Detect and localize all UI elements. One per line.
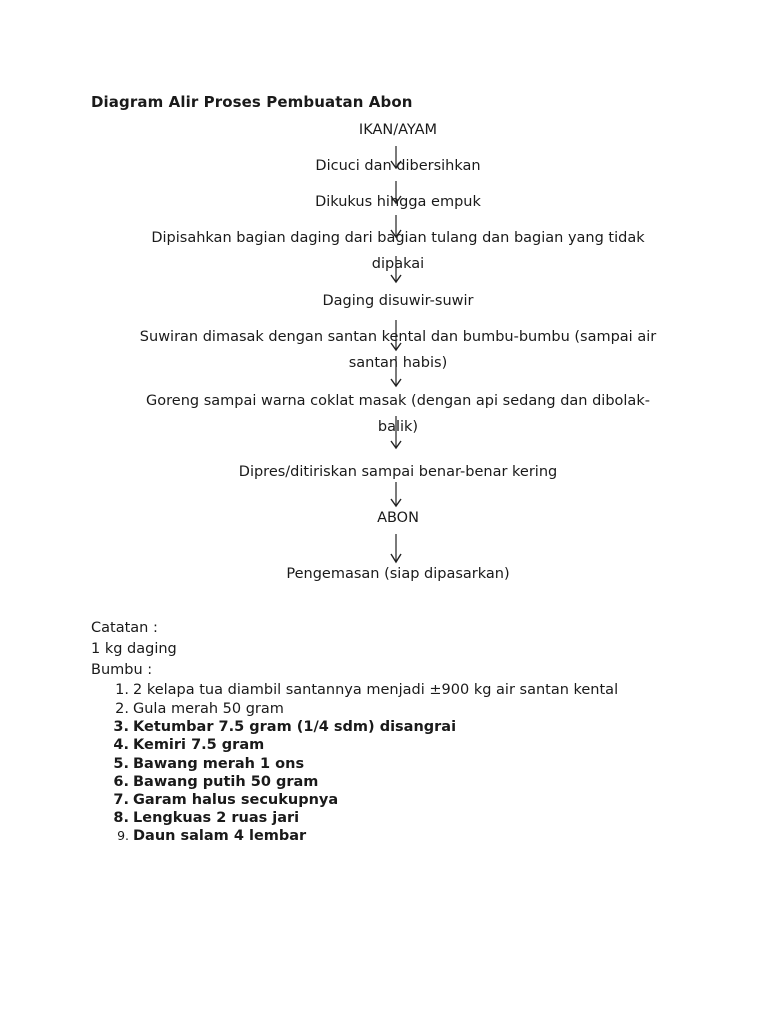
flow-step-text: Dipisahkan bagian daging dari bagian tul… <box>151 230 645 246</box>
list-number: 9. <box>117 828 129 844</box>
flow-arrow-down-icon <box>390 482 402 508</box>
list-item-text: Daun salam 4 lembar <box>133 828 307 845</box>
list-item-text: Kemiri 7.5 gram <box>133 737 265 754</box>
flow-step-goreng: Goreng sampai warna coklat masak (dengan… <box>100 388 696 440</box>
flow-arrow-down-icon <box>390 215 402 239</box>
flow-step-abon: ABON <box>100 505 696 531</box>
list-item-text: Gula merah 50 gram <box>133 701 284 717</box>
flow-step-text-continued: balik) <box>377 419 419 435</box>
flow-step-text: IKAN/AYAM <box>358 122 438 138</box>
page-title: Diagram Alir Proses Pembuatan Abon <box>91 93 413 111</box>
list-number: 7. <box>113 791 129 808</box>
list-item: 8. Lengkuas 2 ruas jari <box>91 809 618 827</box>
list-item: 5. Bawang merah 1 ons <box>91 755 618 773</box>
list-item-text: Garam halus secukupnya <box>133 791 339 808</box>
flow-step-text: Daging disuwir-suwir <box>322 293 474 309</box>
list-item: 2. Gula merah 50 gram <box>91 700 618 718</box>
list-item-text: Bawang merah 1 ons <box>133 755 305 772</box>
list-item: 7. Garam halus secukupnya <box>91 791 618 809</box>
notes-meat: 1 kg daging <box>91 641 177 657</box>
flow-step-text: Pengemasan (siap dipasarkan) <box>286 566 510 582</box>
flow-step-dikukus: Dikukus hingga empuk <box>100 189 696 215</box>
list-item: 3. Ketumbar 7.5 gram (1/4 sdm) disangrai <box>91 718 618 736</box>
flow-arrow-down-icon <box>390 320 402 352</box>
flow-step-text: ABON <box>377 510 419 526</box>
flow-diagram: IKAN/AYAM Dicuci dan dibersihkan Dikukus… <box>100 117 696 587</box>
flow-step-pengemasan: Pengemasan (siap dipasarkan) <box>100 561 696 587</box>
list-item-text: Ketumbar 7.5 gram (1/4 sdm) disangrai <box>133 719 457 736</box>
flow-step-disuwir: Daging disuwir-suwir <box>100 288 696 314</box>
list-item: 6. Bawang putih 50 gram <box>91 773 618 791</box>
flow-step-text: Suwiran dimasak dengan santan kental dan… <box>139 329 657 345</box>
flow-step-text: Dipres/ditiriskan sampai benar-benar ker… <box>238 464 558 480</box>
list-item: 1. 2 kelapa tua diambil santannya menjad… <box>91 680 618 700</box>
list-number: 4. <box>113 737 129 754</box>
list-number: 2. <box>115 701 129 717</box>
flow-step-text-continued: dipakai <box>371 256 425 272</box>
list-number: 8. <box>113 810 129 827</box>
list-number: 3. <box>113 719 129 736</box>
notes-section: Catatan : 1 kg daging Bumbu : <box>91 618 177 681</box>
flow-step-text: Goreng sampai warna coklat masak (dengan… <box>146 393 650 409</box>
list-item-text: Bawang putih 50 gram <box>133 773 319 790</box>
notes-spices-label: Bumbu : <box>91 662 153 678</box>
list-number: 1. <box>115 682 129 698</box>
list-item: 4. Kemiri 7.5 gram <box>91 736 618 754</box>
flow-arrow-down-icon <box>390 416 402 450</box>
flow-step-dimasak: Suwiran dimasak dengan santan kental dan… <box>100 324 696 376</box>
flow-arrow-down-icon <box>390 356 402 388</box>
flow-arrow-down-icon <box>390 256 402 284</box>
ingredient-list: 1. 2 kelapa tua diambil santannya menjad… <box>91 680 618 846</box>
list-item-text: 2 kelapa tua diambil santannya menjadi ±… <box>133 682 619 698</box>
list-item-text: Lengkuas 2 ruas jari <box>133 810 300 827</box>
flow-step-dipres: Dipres/ditiriskan sampai benar-benar ker… <box>100 459 696 485</box>
list-item: 9. Daun salam 4 lembar <box>91 827 618 845</box>
notes-heading: Catatan : <box>91 620 158 636</box>
flow-step-text: Dikukus hingga empuk <box>315 194 481 210</box>
flow-arrow-down-icon <box>390 181 402 205</box>
flow-step-dipisahkan: Dipisahkan bagian daging dari bagian tul… <box>100 225 696 277</box>
flow-step-ikan-ayam: IKAN/AYAM <box>100 117 696 143</box>
list-number: 5. <box>113 755 129 772</box>
flow-arrow-down-icon <box>390 146 402 170</box>
flow-step-text-continued: santan habis) <box>348 355 448 371</box>
flow-arrow-down-icon <box>390 534 402 564</box>
list-number: 6. <box>113 773 129 790</box>
